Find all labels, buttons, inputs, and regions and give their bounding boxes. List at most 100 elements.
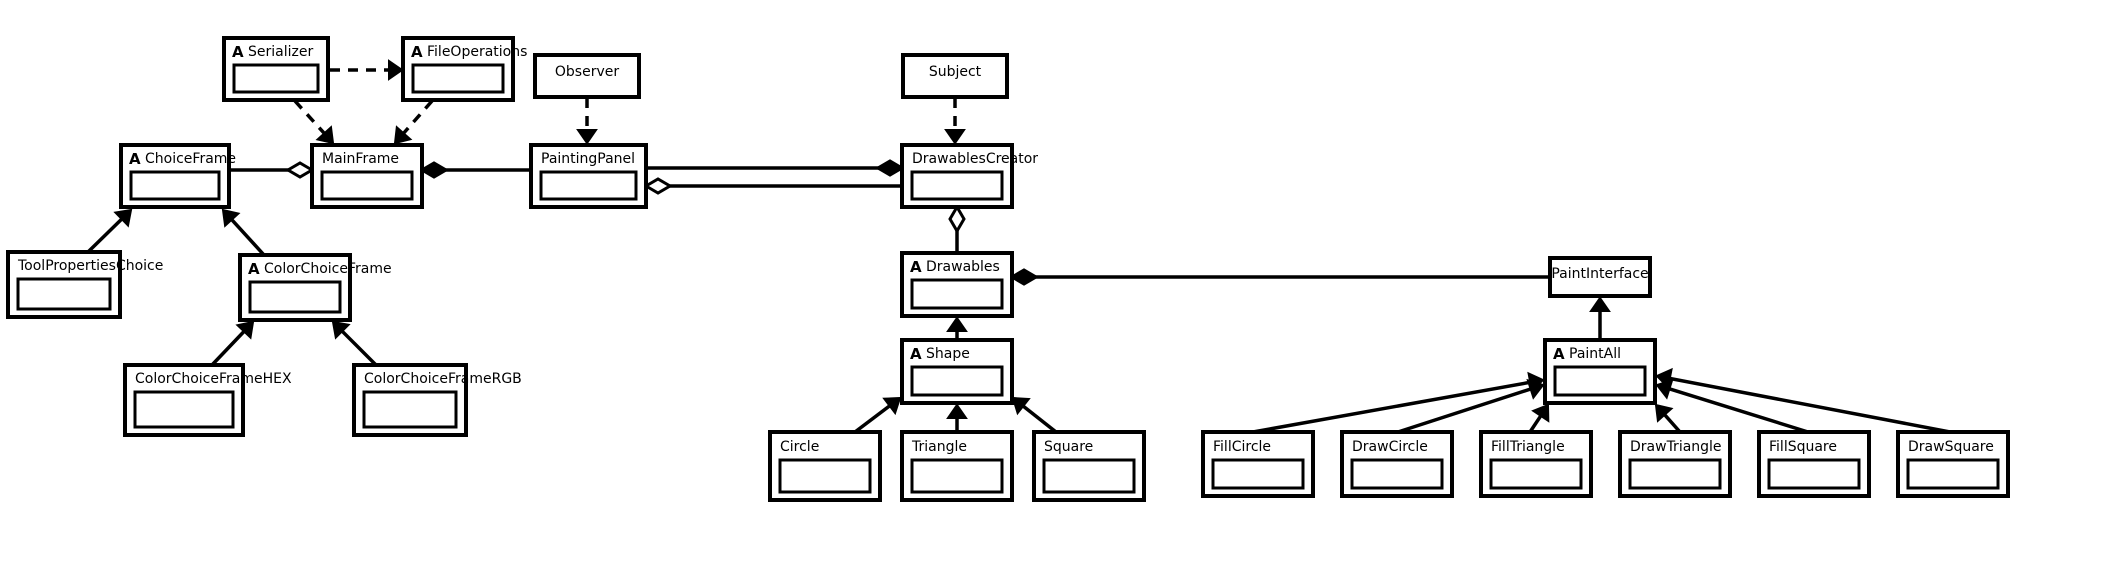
inheritance-arrowhead [882, 396, 902, 416]
inheritance-arrowhead [235, 320, 255, 340]
class-fill-square[interactable]: FillSquare [1757, 430, 1871, 498]
dependency-arrowhead [393, 125, 413, 145]
relation-painting-panel-to-drawables-creator [646, 159, 905, 177]
class-tool-properties-choice[interactable]: ToolPropertiesChoice [6, 250, 163, 319]
abstract-marker: A [129, 150, 141, 168]
relation-file-operations-to-main-frame [393, 99, 434, 145]
abstract-marker: A [411, 43, 423, 61]
relation-drawables-creator-to-painting-panel [643, 177, 902, 195]
relation-choice-frame-to-main-frame [230, 161, 315, 179]
inheritance-line [853, 402, 894, 434]
class-name: DrawTriangle [1630, 439, 1722, 455]
inheritance-line [1252, 380, 1534, 434]
class-members-box [910, 278, 1004, 310]
class-box [901, 53, 1009, 99]
relation-layer [86, 59, 1951, 434]
dependency-line [401, 99, 434, 136]
relation-draw-triangle-to-paint-all [1654, 403, 1682, 434]
inheritance-arrowhead [1655, 367, 1673, 390]
class-name: PaintAll [1569, 346, 1621, 362]
dependency-line [293, 99, 327, 136]
class-name: DrawablesCreator [912, 151, 1038, 167]
abstract-marker: A [232, 43, 244, 61]
relation-draw-square-to-paint-all [1655, 367, 1951, 434]
class-draw-circle[interactable]: DrawCircle [1340, 430, 1454, 498]
class-members-box [411, 63, 505, 94]
inheritance-arrowhead [1589, 296, 1611, 312]
class-members-box [1906, 458, 2000, 490]
class-members-box [1628, 458, 1722, 490]
class-name: ChoiceFrame [145, 151, 236, 167]
inheritance-line [338, 327, 378, 367]
composition-diamond [419, 161, 449, 179]
class-drawables-creator[interactable]: DrawablesCreator [900, 143, 1038, 209]
inheritance-arrowhead [946, 316, 968, 332]
inheritance-arrowhead [1526, 378, 1545, 400]
inheritance-arrowhead [331, 320, 351, 340]
abstract-marker: A [248, 260, 260, 278]
relation-fill-circle-to-paint-all [1252, 371, 1545, 434]
class-members-box [1767, 458, 1861, 490]
class-name: FillTriangle [1491, 439, 1565, 455]
inheritance-line [1397, 386, 1535, 434]
relation-observer-to-painting-panel [576, 98, 598, 145]
class-draw-triangle[interactable]: DrawTriangle [1618, 430, 1732, 498]
class-painting-panel[interactable]: PaintingPanel [529, 143, 648, 209]
inheritance-arrowhead [113, 208, 133, 228]
inheritance-line [1666, 386, 1809, 434]
class-name: ColorChoiceFrameRGB [364, 371, 522, 387]
class-square[interactable]: Square [1032, 430, 1146, 502]
relation-square-to-shape [1011, 396, 1058, 434]
composition-diamond [875, 159, 905, 177]
class-triangle[interactable]: Triangle [900, 430, 1014, 502]
class-name: ColorChoiceFrameHEX [135, 371, 292, 387]
abstract-marker: A [910, 345, 922, 363]
class-members-box [1350, 458, 1444, 490]
relation-serializer-to-file-operations [330, 59, 404, 81]
class-color-choice-frame-rgb[interactable]: ColorChoiceFrameRGB [352, 363, 522, 437]
relation-color-choice-frame-to-choice-frame [221, 208, 266, 257]
class-name: FileOperations [427, 44, 527, 60]
class-paint-interface[interactable]: PaintInterface [1548, 256, 1652, 298]
inheritance-line [228, 216, 266, 257]
class-draw-square[interactable]: DrawSquare [1896, 430, 2010, 498]
inheritance-arrowhead [1011, 396, 1031, 416]
class-members-box [129, 170, 221, 201]
class-fill-circle[interactable]: FillCircle [1201, 430, 1315, 498]
class-circle[interactable]: Circle [768, 430, 882, 502]
class-fill-triangle[interactable]: FillTriangle [1479, 430, 1593, 498]
class-main-frame[interactable]: MainFrame [310, 143, 424, 209]
class-members-box [910, 458, 1004, 494]
class-color-choice-frame-hex[interactable]: ColorChoiceFrameHEX [123, 363, 292, 437]
class-subject[interactable]: Subject [901, 53, 1009, 99]
class-name: Subject [929, 64, 982, 80]
class-members-box [133, 390, 235, 429]
class-name: DrawSquare [1908, 439, 1994, 455]
class-members-box [1553, 365, 1647, 397]
aggregation-diamond [948, 204, 966, 234]
relation-paint-interface-to-drawables [1009, 268, 1550, 286]
inheritance-arrowhead [1654, 403, 1674, 423]
aggregation-diamond [285, 161, 315, 179]
relation-shape-to-drawables [946, 316, 968, 340]
class-name: FillSquare [1769, 439, 1837, 455]
relation-drawables-to-drawables-creator [948, 204, 966, 253]
class-name: Circle [780, 439, 819, 455]
class-members-box [362, 390, 458, 429]
relation-triangle-to-shape [946, 403, 968, 432]
class-name: Observer [555, 64, 619, 80]
inheritance-line [210, 328, 248, 367]
dependency-arrowhead [944, 129, 966, 145]
class-members-box [910, 170, 1004, 201]
class-observer[interactable]: Observer [533, 53, 641, 99]
abstract-marker: A [910, 258, 922, 276]
inheritance-line [1666, 376, 1951, 434]
